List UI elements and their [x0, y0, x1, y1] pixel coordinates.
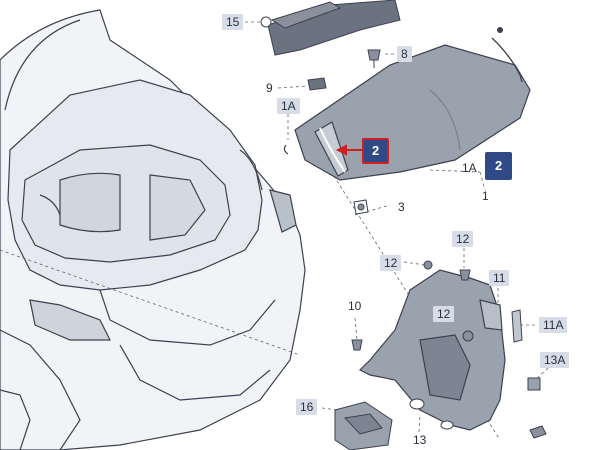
callout-16[interactable]: 16: [296, 399, 318, 415]
callout-10[interactable]: 10: [348, 299, 362, 313]
box-16: [334, 401, 393, 450]
callout-8[interactable]: 8: [397, 46, 412, 62]
vehicle-rear-illustration: [0, 9, 306, 450]
callout-1A-right[interactable]: 1A: [462, 161, 477, 175]
bracket-9: [307, 77, 327, 91]
grommet-13: [409, 398, 454, 430]
callout-1[interactable]: 1: [482, 189, 489, 203]
callout-9[interactable]: 9: [266, 81, 273, 95]
callout-3[interactable]: 3: [398, 200, 405, 214]
callout-1A-top[interactable]: 1A: [277, 98, 300, 114]
parcel-shelf: [294, 44, 531, 181]
hook-1A: [283, 144, 289, 155]
callout-11[interactable]: 11: [489, 270, 510, 286]
selected-pointer: [335, 144, 362, 156]
screws: [351, 260, 547, 439]
callout-12-panel[interactable]: 12: [433, 306, 455, 322]
callout-11A[interactable]: 11A: [539, 317, 568, 333]
callout-2-right[interactable]: 2: [485, 152, 513, 180]
strap-end: [497, 27, 503, 33]
clip-3: [353, 199, 369, 215]
strap-cable: [491, 37, 523, 83]
bracket-11A: [511, 309, 523, 343]
callout-12-left[interactable]: 12: [380, 255, 402, 271]
callout-2-selected[interactable]: 2: [362, 138, 390, 164]
callout-13[interactable]: 13: [413, 433, 427, 447]
callout-15[interactable]: 15: [222, 14, 244, 30]
callout-12-upper[interactable]: 12: [452, 231, 474, 247]
upper-trim-part: [260, 0, 401, 56]
side-trim-panel: [358, 269, 506, 431]
callout-13A[interactable]: 13A: [540, 352, 570, 368]
clip-13A: [527, 377, 541, 391]
clip-8: [367, 49, 381, 68]
